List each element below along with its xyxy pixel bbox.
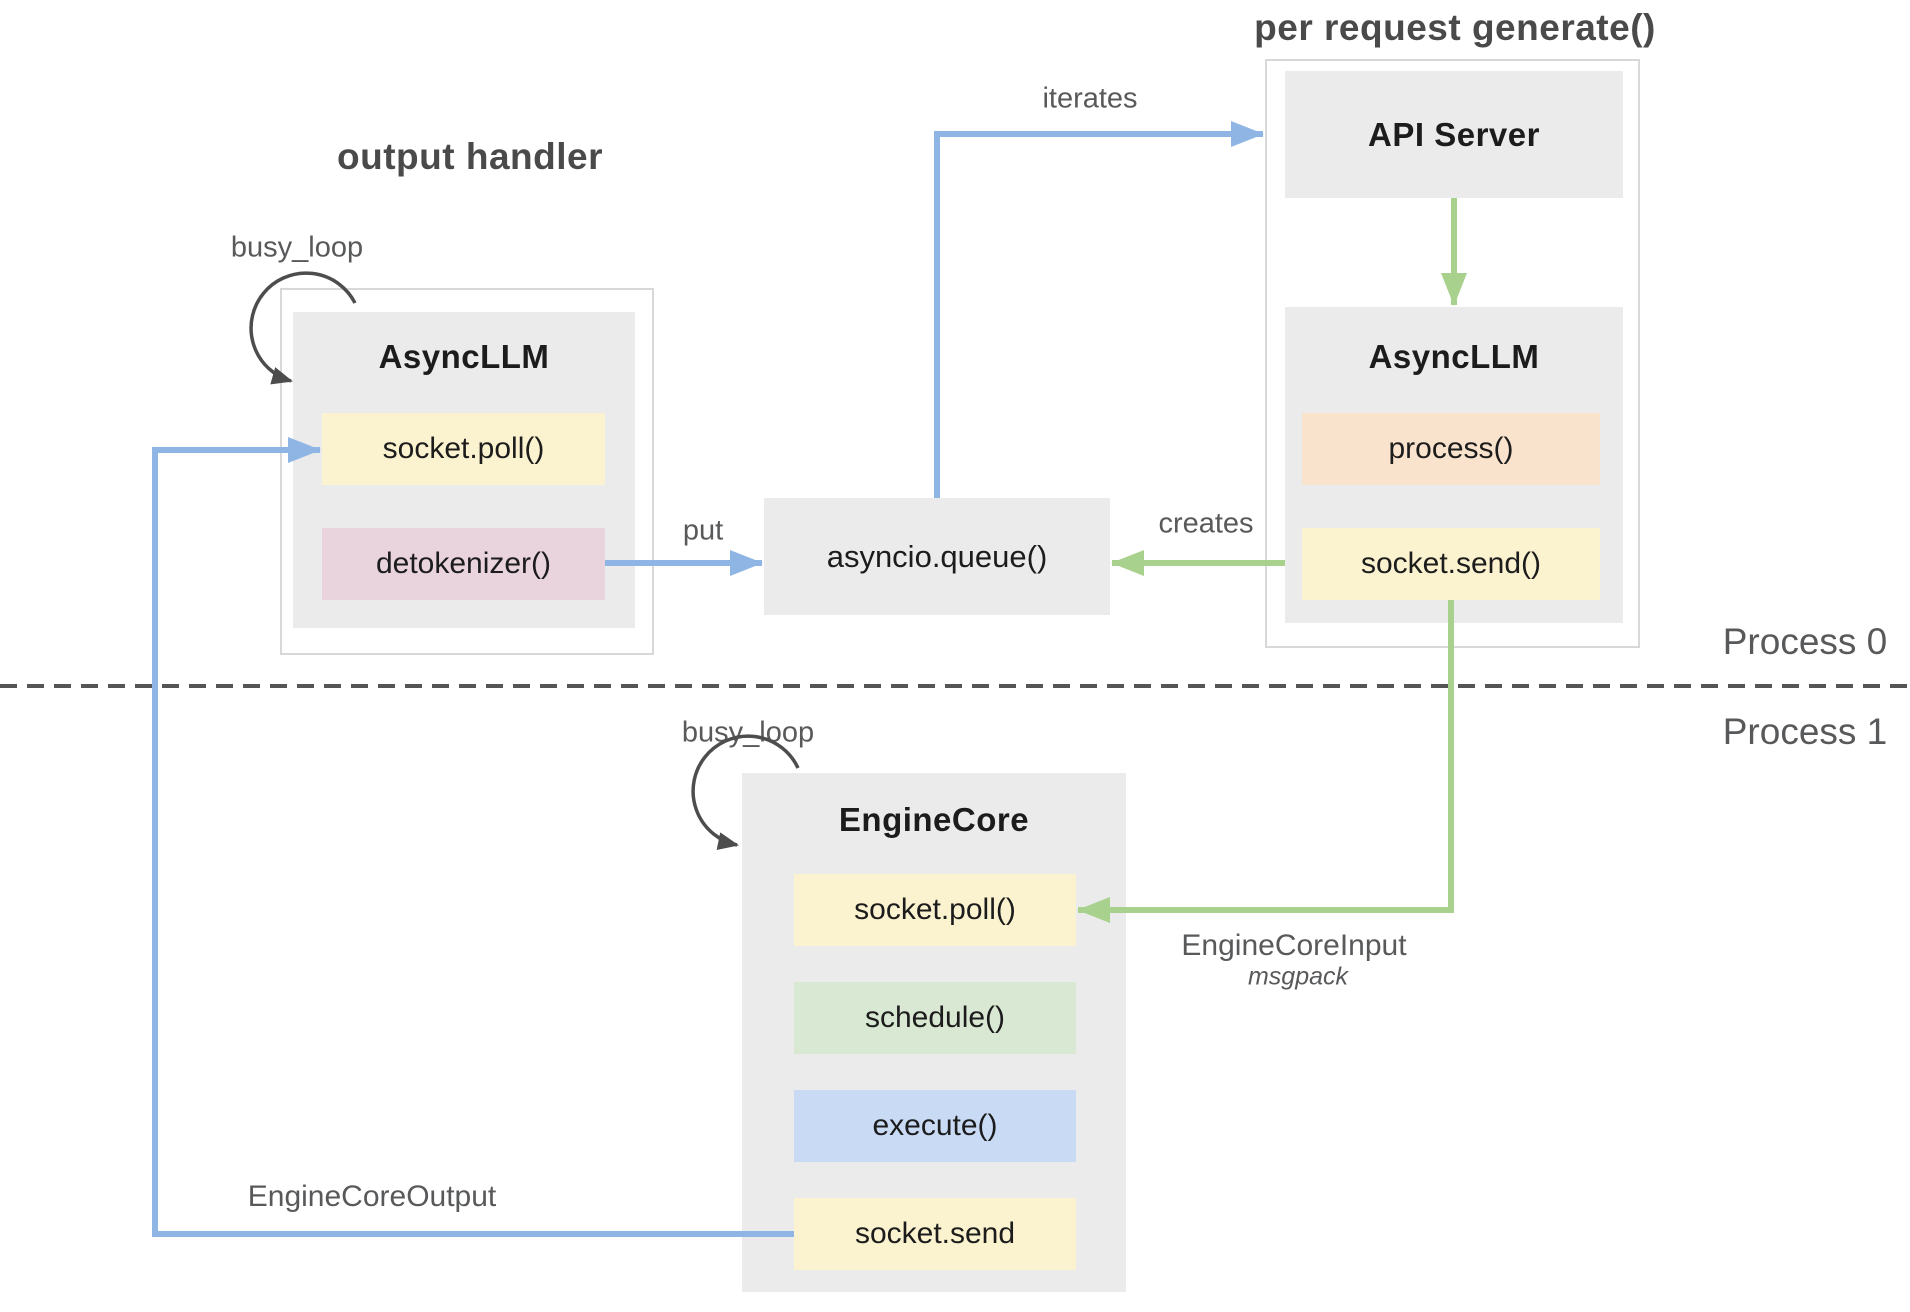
row-socket-send-right: socket.send() <box>1302 528 1600 600</box>
row-socket-poll-engine: socket.poll() <box>794 874 1076 946</box>
section-title-per-request: per request generate() <box>1254 7 1656 48</box>
node-api-server <box>1285 71 1623 198</box>
row-detokenizer: detokenizer() <box>322 528 605 600</box>
label-msgpack: msgpack <box>1247 962 1349 991</box>
node-engine-core-title: EngineCore <box>838 801 1030 838</box>
arrow-iterates <box>934 121 1264 498</box>
row-process: process() <box>1302 413 1600 485</box>
row-socket-send-engine: socket.send <box>794 1198 1076 1270</box>
label-process-1: Process 1 <box>1722 711 1888 752</box>
busy-loop-label-left: busy_loop <box>230 231 364 264</box>
label-engine-core-input: EngineCoreInput <box>1181 929 1407 962</box>
section-title-output-handler: output handler <box>337 136 603 177</box>
label-creates: creates <box>1158 507 1254 540</box>
label-engine-core-output: EngineCoreOutput <box>247 1180 497 1213</box>
node-asyncio-queue: asyncio.queue() <box>764 498 1110 615</box>
row-execute: execute() <box>794 1090 1076 1162</box>
row-socket-poll-left: socket.poll() <box>322 413 605 485</box>
row-schedule: schedule() <box>794 982 1076 1054</box>
label-iterates: iterates <box>1042 82 1138 115</box>
busy-loop-label-bottom: busy_loop <box>681 716 815 749</box>
node-asyncllm-right-title: AsyncLLM <box>1368 338 1540 375</box>
label-put: put <box>682 514 724 547</box>
node-asyncllm-left-title: AsyncLLM <box>378 338 550 375</box>
label-process-0: Process 0 <box>1722 621 1888 662</box>
node-api-server-title: API Server <box>1368 116 1540 153</box>
